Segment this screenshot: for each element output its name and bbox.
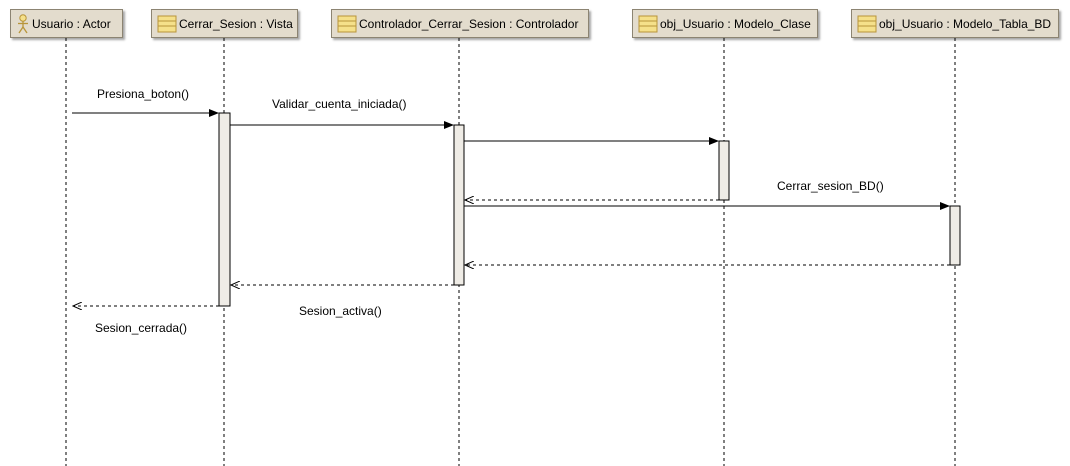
class-icon (638, 15, 658, 32)
lifeline-label: obj_Usuario : Modelo_Tabla_BD (879, 16, 1052, 31)
lifeline-header-usuario[interactable]: Usuario : Actor (10, 9, 123, 38)
message-label-sesion-cerrada: Sesion_cerrada() (95, 321, 187, 335)
lifeline-label: Usuario : Actor (32, 16, 111, 31)
activation-bar-modelo-clase[interactable] (718, 140, 730, 201)
lifeline-header-modelo-tabla-bd[interactable]: obj_Usuario : Modelo_Tabla_BD (851, 9, 1059, 38)
lifeline-label: Controlador_Cerrar_Sesion : Controlador (359, 16, 579, 31)
lifeline-label: Cerrar_Sesion : Vista (179, 16, 293, 31)
lifeline-label: obj_Usuario : Modelo_Clase (660, 16, 811, 31)
lifeline-header-controlador[interactable]: Controlador_Cerrar_Sesion : Controlador (331, 9, 589, 38)
message-label-validar-cuenta: Validar_cuenta_iniciada() (272, 97, 407, 111)
message-label-sesion-activa: Sesion_activa() (299, 304, 382, 318)
activation-bar-controlador[interactable] (453, 124, 465, 286)
activation-bar-modelo-tabla-bd[interactable] (949, 205, 961, 266)
class-icon (337, 15, 357, 32)
lifeline-header-vista[interactable]: Cerrar_Sesion : Vista (151, 9, 298, 38)
message-label-cerrar-sesion-bd: Cerrar_sesion_BD() (777, 179, 884, 193)
lifeline-header-modelo-clase[interactable]: obj_Usuario : Modelo_Clase (632, 9, 818, 38)
actor-icon (18, 13, 28, 33)
class-icon (157, 15, 177, 32)
activation-bar-vista[interactable] (218, 112, 231, 307)
message-label-presiona-boton: Presiona_boton() (97, 87, 189, 101)
class-icon (857, 15, 877, 32)
